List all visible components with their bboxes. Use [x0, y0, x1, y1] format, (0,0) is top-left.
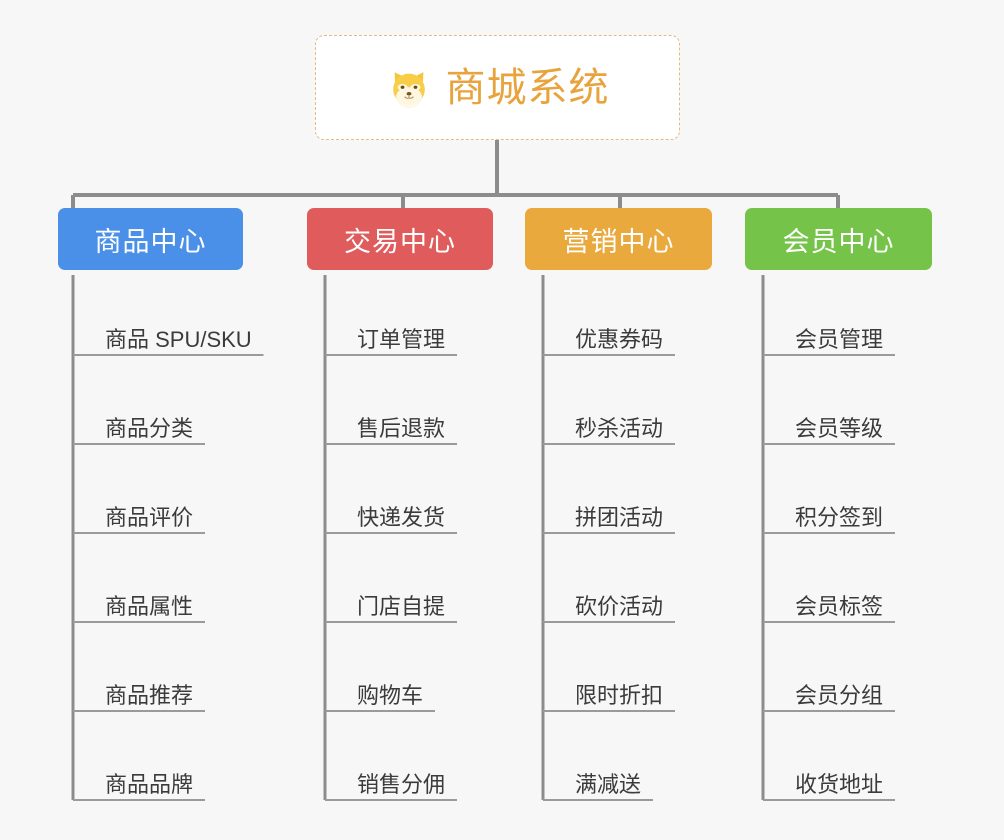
leaf-item[interactable]: 拼团活动 [543, 499, 663, 533]
root-title: 商城系统 [445, 65, 610, 110]
leaf-item[interactable]: 销售分佣 [325, 766, 445, 800]
leaf-item-label: 商品属性 [105, 594, 194, 619]
root-node[interactable]: 商城系统 [315, 35, 680, 140]
leaf-item-label: 商品推荐 [105, 683, 194, 708]
leaf-item[interactable]: 砍价活动 [543, 588, 663, 622]
leaf-item[interactable]: 积分签到 [763, 499, 883, 533]
category-header-4[interactable]: 会员中心 [745, 208, 932, 270]
leaf-item-label: 积分签到 [795, 505, 884, 530]
leaf-item-label: 收货地址 [795, 772, 884, 797]
leaf-item[interactable]: 优惠券码 [543, 321, 663, 355]
leaf-item[interactable]: 商品推荐 [73, 677, 193, 711]
leaf-item[interactable]: 商品评价 [73, 499, 193, 533]
leaf-item-label: 商品评价 [105, 505, 194, 530]
leaf-item[interactable]: 售后退款 [325, 410, 445, 444]
leaf-item-label: 会员管理 [795, 327, 884, 352]
leaf-item-label: 商品 SPU/SKU [105, 327, 252, 352]
leaf-item-label: 满减送 [575, 772, 642, 797]
leaf-item[interactable]: 商品品牌 [73, 766, 193, 800]
leaf-item-label: 销售分佣 [357, 772, 446, 797]
shiba-dog-face-icon [392, 71, 425, 108]
leaf-item-label: 订单管理 [357, 327, 446, 352]
leaf-item[interactable]: 商品属性 [73, 588, 193, 622]
leaf-item[interactable]: 收货地址 [763, 766, 883, 800]
leaf-item-label: 限时折扣 [575, 683, 664, 708]
leaf-item[interactable]: 秒杀活动 [543, 410, 663, 444]
leaf-item[interactable]: 会员等级 [763, 410, 883, 444]
category-header-3[interactable]: 营销中心 [525, 208, 712, 270]
leaf-item-label: 门店自提 [357, 594, 446, 619]
leaf-item[interactable]: 快递发货 [325, 499, 445, 533]
leaf-item-label: 砍价活动 [575, 594, 664, 619]
category-header-2[interactable]: 交易中心 [307, 208, 493, 270]
leaf-item-label: 拼团活动 [575, 505, 664, 530]
leaf-item[interactable]: 会员管理 [763, 321, 883, 355]
leaf-item[interactable]: 商品 SPU/SKU [73, 321, 252, 355]
leaf-item[interactable]: 会员标签 [763, 588, 883, 622]
leaf-item[interactable]: 购物车 [325, 677, 423, 711]
leaf-item-label: 优惠券码 [575, 327, 664, 352]
leaf-item[interactable]: 会员分组 [763, 677, 883, 711]
leaf-item-label: 售后退款 [357, 416, 446, 441]
leaf-item-label: 会员分组 [795, 683, 884, 708]
leaf-item[interactable]: 商品分类 [73, 410, 193, 444]
leaf-item[interactable]: 满减送 [543, 766, 641, 800]
leaf-item[interactable]: 限时折扣 [543, 677, 663, 711]
leaf-item-label: 秒杀活动 [575, 416, 664, 441]
leaf-item-label: 会员等级 [795, 416, 884, 441]
leaf-item[interactable]: 门店自提 [325, 588, 445, 622]
leaf-item-label: 商品分类 [105, 416, 194, 441]
category-header-1[interactable]: 商品中心 [58, 208, 243, 270]
leaf-item-label: 会员标签 [795, 594, 884, 619]
leaf-item-label: 商品品牌 [105, 772, 194, 797]
leaf-item-label: 购物车 [357, 683, 424, 708]
leaf-item-label: 快递发货 [357, 505, 446, 530]
leaf-item[interactable]: 订单管理 [325, 321, 445, 355]
